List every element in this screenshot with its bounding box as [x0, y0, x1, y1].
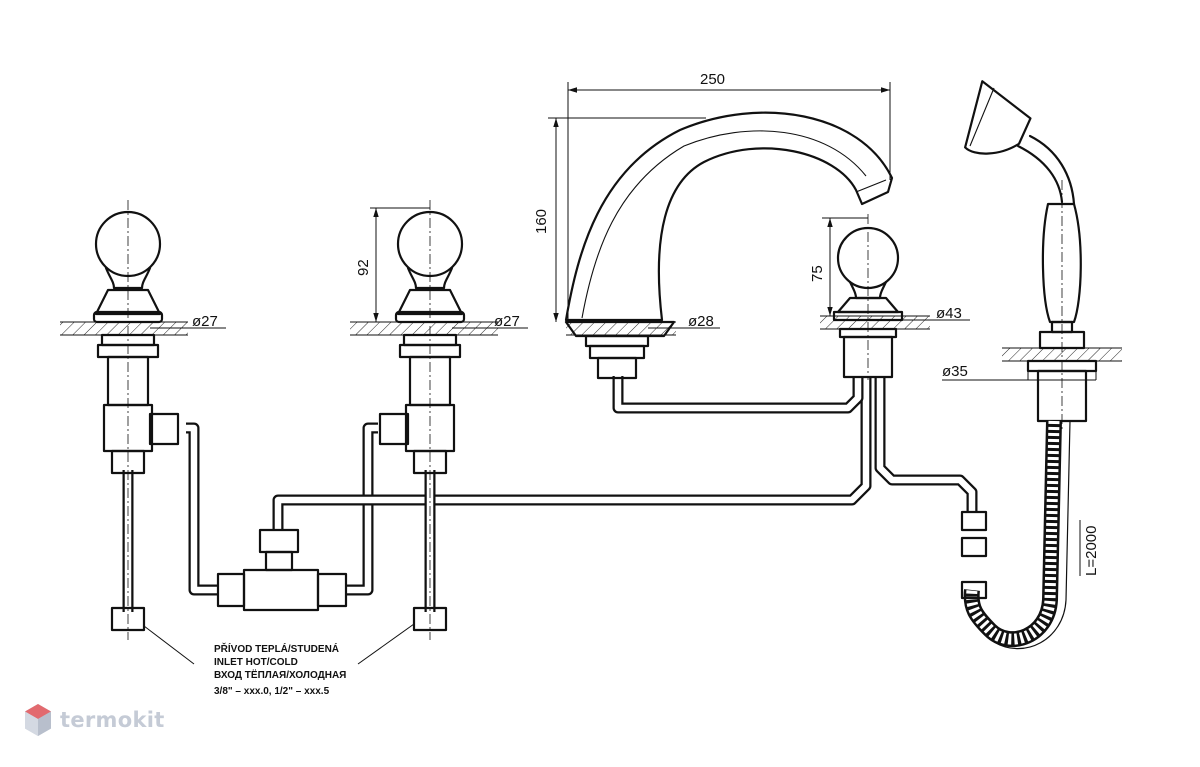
- note-line-4: 3/8" – xxx.0, 1/2" – xxx.5: [214, 686, 330, 697]
- dim-spout-height: 160: [533, 209, 550, 234]
- bath-spout: [564, 111, 894, 380]
- dim-diverter-diameter: ø43: [936, 305, 962, 322]
- dim-mid-valve-diameter: ø27: [494, 313, 520, 330]
- dim-handle-height: 92: [355, 259, 372, 276]
- t-connector: [216, 528, 348, 612]
- countertop-hatch: [60, 315, 1122, 362]
- dimension-lines: [143, 82, 1097, 665]
- dim-hose-length: L=2000: [1083, 526, 1100, 576]
- dim-left-valve-diameter: ø27: [192, 313, 218, 330]
- brand-logo[interactable]: termokit: [24, 703, 165, 737]
- dim-handshower-diameter: ø35: [942, 363, 968, 380]
- dimension-labels: 250 160 92 75 ø27 ø27 ø28 ø43 ø35 L=2000: [192, 71, 1100, 576]
- inlet-note: PŘÍVOD TEPLÁ/STUDENÁ INLET HOT/COLD ВХОД…: [214, 642, 346, 697]
- left-valve: [92, 200, 180, 640]
- middle-valve: [378, 200, 466, 640]
- dim-spout-diameter: ø28: [688, 313, 714, 330]
- diverter-valve: [832, 214, 904, 380]
- note-line-1: PŘÍVOD TEPLÁ/STUDENÁ: [214, 642, 339, 655]
- note-line-3: ВХОД ТЁПЛАЯ/ХОЛОДНАЯ: [214, 668, 346, 681]
- shower-hose: [960, 420, 1071, 650]
- hand-shower: [964, 80, 1098, 430]
- brand-name: termokit: [60, 708, 165, 732]
- dim-diverter-height: 75: [809, 265, 826, 282]
- note-line-2: INLET HOT/COLD: [214, 657, 298, 668]
- connection-pipes: [122, 376, 978, 612]
- dim-spout-width: 250: [700, 71, 725, 88]
- hexagon-logo-icon: [25, 704, 51, 736]
